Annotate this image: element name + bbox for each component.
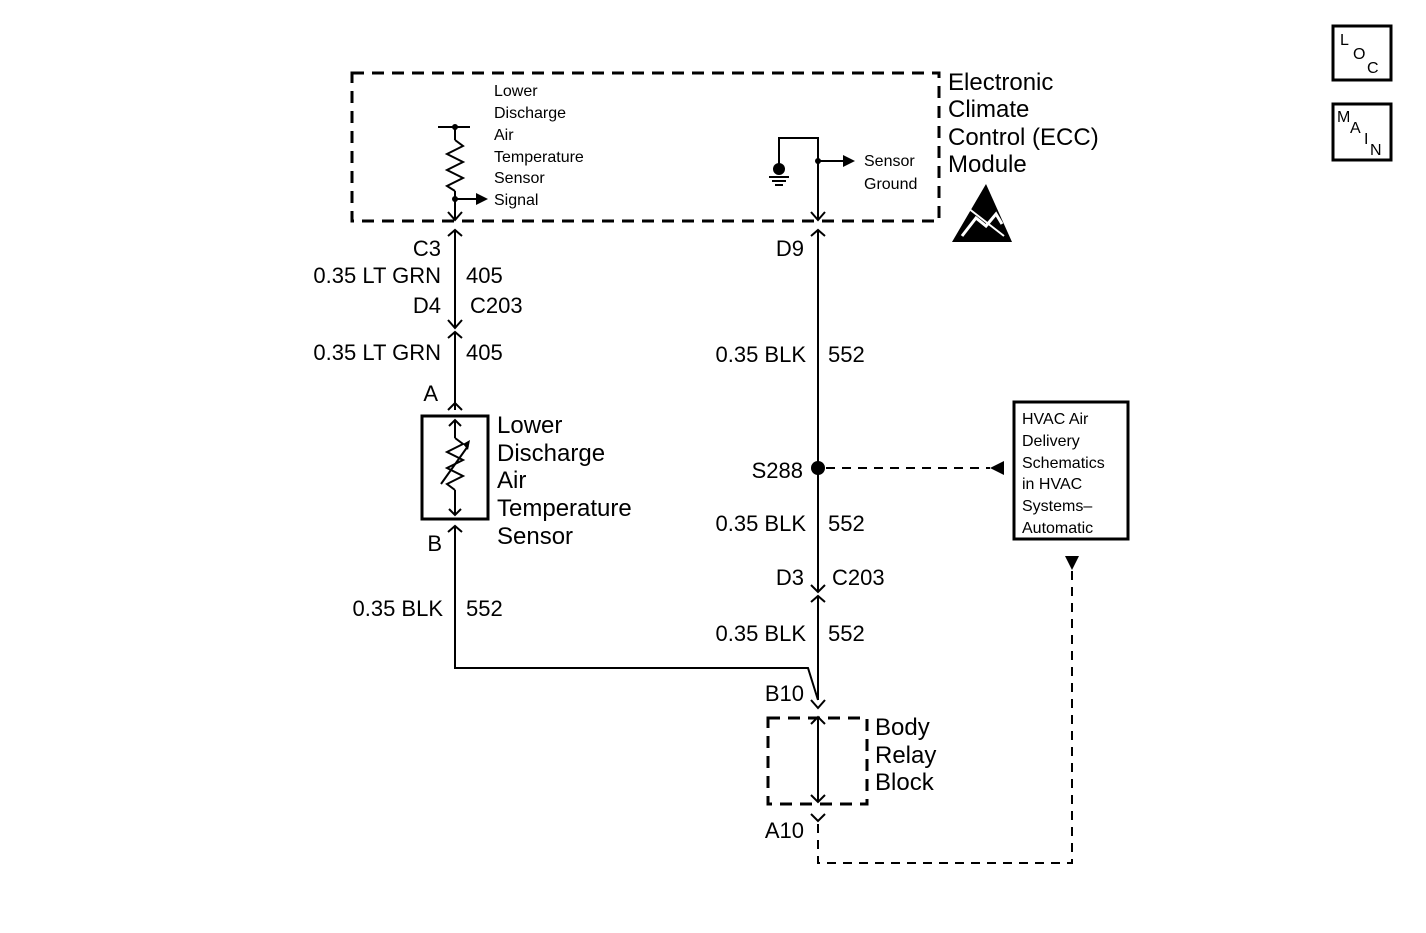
sensor-label-line-2: Discharge [497, 440, 605, 467]
ecc-module-title-line-3: Control (ECC) [948, 124, 1099, 151]
body-relay-block-link [810, 715, 826, 804]
relay-block-label-line-3: Block [875, 769, 935, 796]
signal-label-line-5: Sensor [494, 170, 545, 187]
right-wire-552 [810, 228, 826, 710]
ground-label-line-2: Ground [864, 176, 917, 193]
wire-gauge-left-mid: 0.35 LT GRN [313, 340, 441, 365]
main-button-letter-n: N [1370, 142, 1382, 159]
wire-circuit-left-bottom: 552 [466, 596, 503, 621]
ecc-module-title-line-1: Electronic [948, 69, 1053, 96]
loc-button-letter-l: L [1340, 32, 1349, 49]
temperature-sensor-thermistor [420, 414, 490, 521]
loc-button[interactable]: L O C [1331, 24, 1393, 82]
connector-a10: A10 [765, 818, 804, 843]
connector-b10: B10 [765, 681, 804, 706]
splice-s288-label: S288 [752, 458, 803, 483]
wire-circuit-left-mid: 405 [466, 340, 503, 365]
signal-label-line-3: Air [494, 127, 514, 144]
hvac-reference-box-outline [1012, 400, 1130, 541]
hvac-reference-line-6: Automatic [1022, 520, 1093, 537]
signal-label-line-1: Lower [494, 83, 538, 100]
signal-label-line-2: Discharge [494, 105, 566, 122]
hvac-reference-line-4: in HVAC [1022, 476, 1082, 493]
main-button-letter-a: A [1350, 120, 1361, 137]
wire-gauge-right-top: 0.35 BLK [715, 342, 806, 367]
connector-c203-left: C203 [470, 293, 523, 318]
loc-button-letter-o: O [1353, 46, 1365, 63]
wire-circuit-right-bottom: 552 [828, 621, 865, 646]
splice-reference-arrow [990, 461, 1004, 475]
left-wire-552 [447, 524, 819, 701]
sensor-label-line-5: Sensor [497, 523, 573, 550]
main-button-letter-m: M [1337, 109, 1350, 126]
esd-warning-icon [952, 184, 1012, 242]
connector-a: A [423, 381, 438, 406]
wire-gauge-right-mid: 0.35 BLK [715, 511, 806, 536]
hvac-reference-line-3: Schematics [1022, 455, 1105, 472]
hvac-reference-line-5: Systems– [1022, 498, 1092, 515]
wire-circuit-right-top: 552 [828, 342, 865, 367]
ecc-module-title-line-4: Module [948, 151, 1027, 178]
sensor-label-line-1: Lower [497, 412, 562, 439]
signal-label-line-6: Signal [494, 192, 538, 209]
connector-c3: C3 [413, 236, 441, 261]
internal-pullup-resistor [438, 124, 488, 222]
sensor-label-line-3: Air [497, 467, 526, 494]
ground-label-line-1: Sensor [864, 153, 915, 170]
connector-b: B [427, 531, 442, 556]
connector-a10-terminal [810, 813, 826, 823]
relay-block-label-line-2: Relay [875, 742, 936, 769]
ecc-module-title-line-2: Climate [948, 96, 1029, 123]
a10-reference-arrow [1065, 556, 1079, 570]
ecc-module-outline [350, 71, 941, 223]
internal-ground-symbol [769, 137, 855, 222]
connector-d9: D9 [776, 236, 804, 261]
wire-gauge-left-top: 0.35 LT GRN [313, 263, 441, 288]
signal-label-line-4: Temperature [494, 149, 584, 166]
connector-d4: D4 [413, 293, 441, 318]
splice-s288-dot [811, 461, 825, 475]
hvac-reference-line-2: Delivery [1022, 433, 1080, 450]
a10-reference-dashed-line [817, 570, 1073, 864]
main-button-letter-i: I [1364, 131, 1368, 148]
wire-gauge-right-bottom: 0.35 BLK [715, 621, 806, 646]
wire-circuit-left-top: 405 [466, 263, 503, 288]
main-button[interactable]: M A I N [1331, 102, 1393, 162]
wire-gauge-left-bottom: 0.35 BLK [352, 596, 443, 621]
sensor-label-line-4: Temperature [497, 495, 632, 522]
wire-circuit-right-mid: 552 [828, 511, 865, 536]
loc-button-letter-c: C [1367, 60, 1379, 77]
left-wire-405 [447, 228, 463, 411]
connector-d3: D3 [776, 565, 804, 590]
relay-block-label-line-1: Body [875, 714, 930, 741]
connector-c203-right: C203 [832, 565, 885, 590]
hvac-reference-line-1: HVAC Air [1022, 411, 1089, 428]
